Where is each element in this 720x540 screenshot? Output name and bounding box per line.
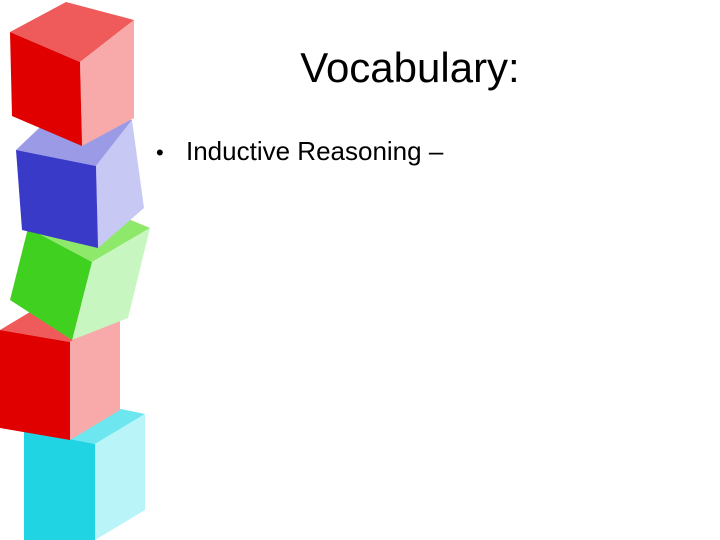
bullet-marker: •: [156, 140, 164, 165]
cyan-block-side: [95, 414, 145, 540]
blue-block-front: [16, 150, 98, 248]
red-block-top-side: [80, 20, 134, 146]
blue-block-side: [96, 120, 144, 248]
red-block-top: [10, 2, 134, 146]
bullet-list: • Inductive Reasoning –: [156, 134, 443, 170]
bullet-item: • Inductive Reasoning –: [156, 134, 443, 170]
red-block-top-top: [10, 2, 134, 62]
slide-title: Vocabulary:: [300, 44, 520, 91]
green-block-front: [10, 228, 92, 340]
red-block-top-front: [10, 32, 82, 146]
bullet-text: Inductive Reasoning –: [186, 136, 444, 166]
stacked-blocks-icon: [0, 2, 150, 540]
red-block-lower-side: [70, 312, 120, 440]
green-block-side: [72, 228, 150, 340]
cyan-block-front: [24, 430, 95, 540]
red-block-lower-front: [0, 330, 70, 440]
